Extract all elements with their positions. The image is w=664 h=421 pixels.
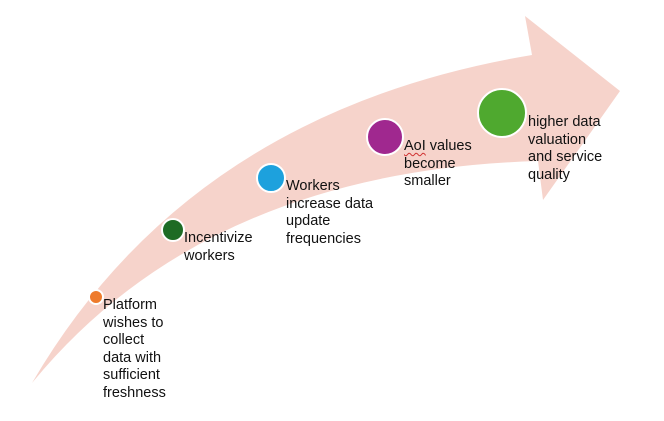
step-2-label: Incentivize workers xyxy=(184,230,253,264)
step-2-dot xyxy=(161,218,185,242)
step-3-label: Workers increase data update frequencies xyxy=(286,178,374,247)
step-4-label: AoI values become smaller xyxy=(404,138,472,191)
step-3-dot xyxy=(256,163,286,193)
step-5-label: higher data valuation and service qualit… xyxy=(528,114,603,183)
step-1-dot xyxy=(88,289,104,305)
aoi-term: AoI xyxy=(404,138,426,154)
step-5-dot xyxy=(477,88,527,138)
step-1-label: Platform wishes to collect data with suf… xyxy=(103,297,166,401)
step-4-label-text: values become smaller xyxy=(404,138,472,189)
step-4-dot xyxy=(366,118,404,156)
curved-arrow-shape xyxy=(32,16,620,383)
